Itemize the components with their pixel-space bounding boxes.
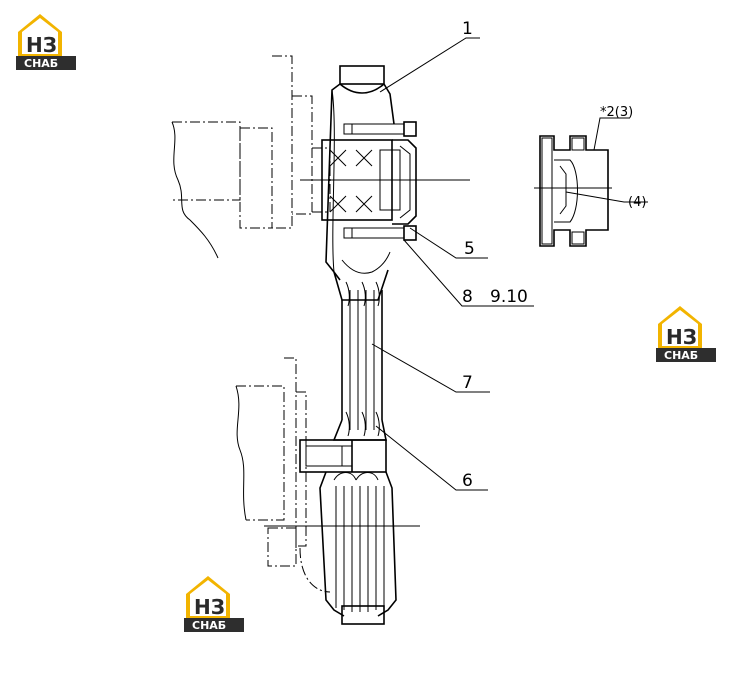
- callout-4: (4): [628, 195, 646, 210]
- callout-2-3: *2(3): [600, 105, 633, 120]
- logo-right: НЗ СНАБ: [656, 306, 716, 362]
- belt: [341, 281, 383, 437]
- logo-caption: СНАБ: [664, 349, 698, 362]
- lower-pulley: [299, 419, 397, 625]
- upper-pulley: [321, 65, 417, 301]
- callout-8: 8: [462, 287, 473, 307]
- upper-engine-housing: [171, 55, 470, 259]
- lower-engine-housing: [235, 357, 420, 593]
- detail-view: [534, 135, 612, 247]
- logo-top-left: НЗ СНАБ: [16, 14, 76, 70]
- callout-7: 7: [462, 373, 473, 393]
- logo-letters: НЗ: [666, 325, 697, 349]
- callout-9-10: 9.10: [490, 287, 528, 307]
- leader-lines: [371, 37, 648, 491]
- callout-5: 5: [464, 239, 475, 259]
- logo-letters: НЗ: [26, 33, 57, 57]
- logo-caption: СНАБ: [24, 57, 58, 70]
- callout-1: 1: [462, 19, 473, 39]
- callout-labels: 1 5 8 9.10 7 6 *2(3) (4): [462, 19, 646, 491]
- logo-caption: СНАБ: [192, 619, 226, 632]
- logo-bottom: НЗ СНАБ: [184, 576, 244, 632]
- logo-letters: НЗ: [194, 595, 225, 619]
- callout-6: 6: [462, 471, 473, 491]
